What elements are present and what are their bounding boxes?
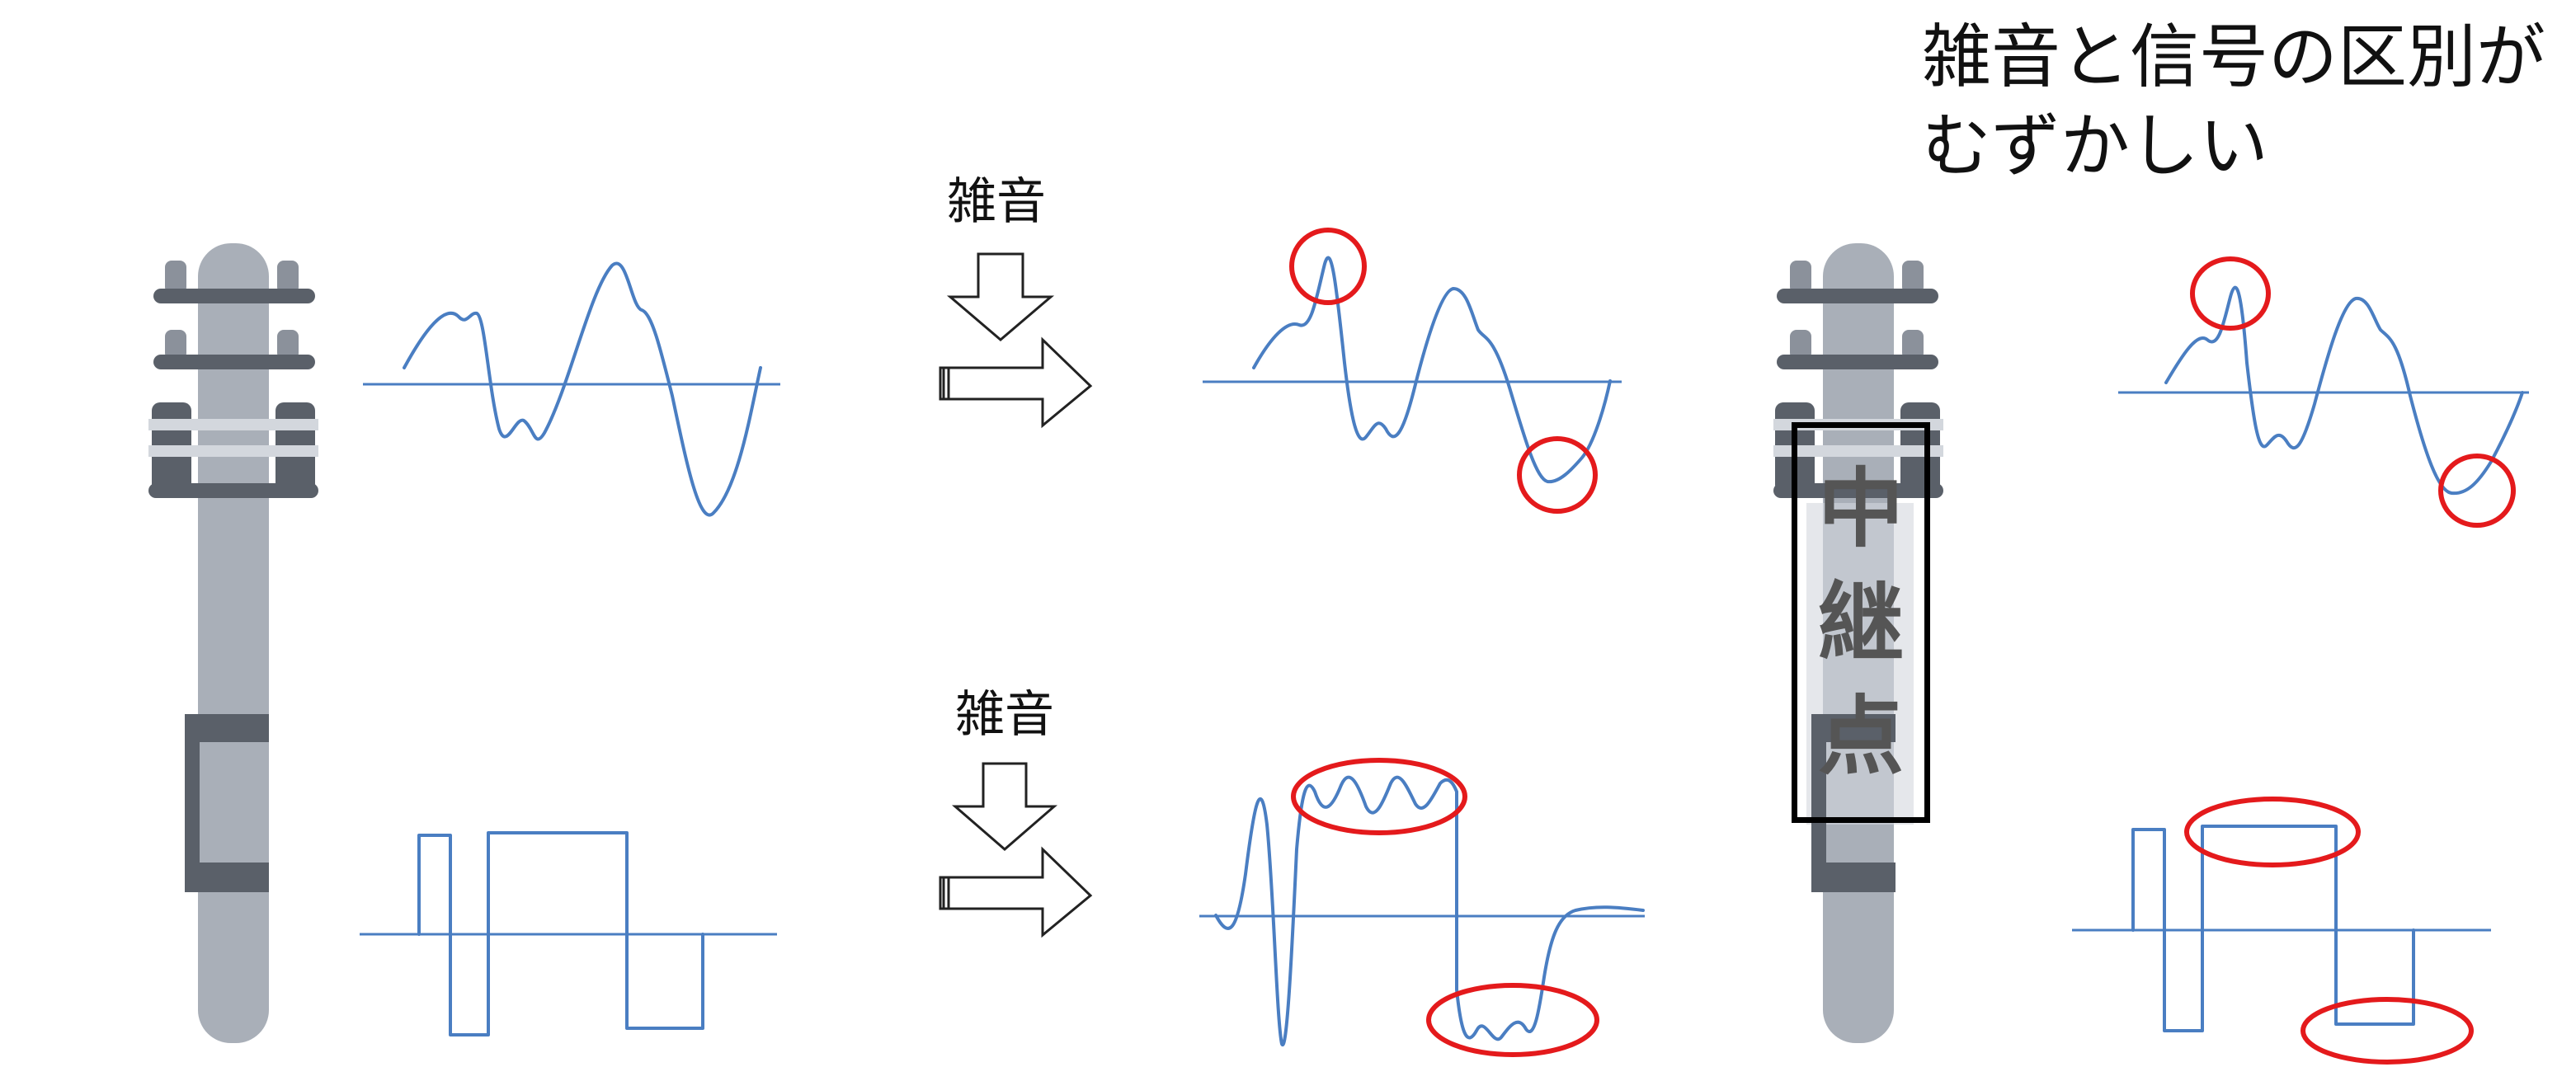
relay-char-2: 継 bbox=[1817, 572, 1904, 673]
right-arrow-icon bbox=[939, 336, 1093, 429]
relayed-digital-signal bbox=[2072, 797, 2491, 1065]
noise-label-bottom: 雑音 bbox=[955, 686, 1054, 744]
noise-highlight-circle bbox=[1517, 436, 1598, 514]
caption: 雑音と信号の区別が むずかしい bbox=[1922, 12, 2545, 190]
utility-pole-icon bbox=[1773, 243, 1943, 1043]
noise-highlight-ellipse bbox=[1426, 983, 1599, 1057]
noise-highlight-circle bbox=[2190, 256, 2271, 331]
noise-highlight-ellipse bbox=[2301, 997, 2474, 1065]
utility-pole-icon bbox=[148, 243, 318, 1043]
original-analog-signal bbox=[363, 261, 780, 517]
noise-highlight-ellipse bbox=[1291, 758, 1467, 835]
down-arrow-icon bbox=[951, 762, 1058, 851]
right-arrow-icon bbox=[939, 846, 1093, 938]
original-digital-signal bbox=[360, 831, 777, 1036]
relay-point-label: 中 継 点 bbox=[1792, 422, 1930, 823]
relay-char-1: 中 bbox=[1817, 458, 1904, 559]
noise-label-top: 雑音 bbox=[947, 173, 1046, 231]
relay-char-3: 点 bbox=[1817, 686, 1904, 787]
caption-line-2: むずかしい bbox=[1922, 106, 2269, 186]
noisy-digital-signal bbox=[1199, 758, 1645, 1057]
noise-highlight-circle bbox=[2438, 454, 2516, 528]
noisy-analog-signal bbox=[1203, 228, 1622, 514]
caption-line-1: 雑音と信号の区別が bbox=[1922, 16, 2546, 97]
relayed-analog-signal bbox=[2118, 256, 2529, 528]
noise-highlight-ellipse bbox=[2184, 797, 2361, 867]
down-arrow-icon bbox=[946, 252, 1055, 341]
noise-highlight-circle bbox=[1289, 228, 1367, 305]
